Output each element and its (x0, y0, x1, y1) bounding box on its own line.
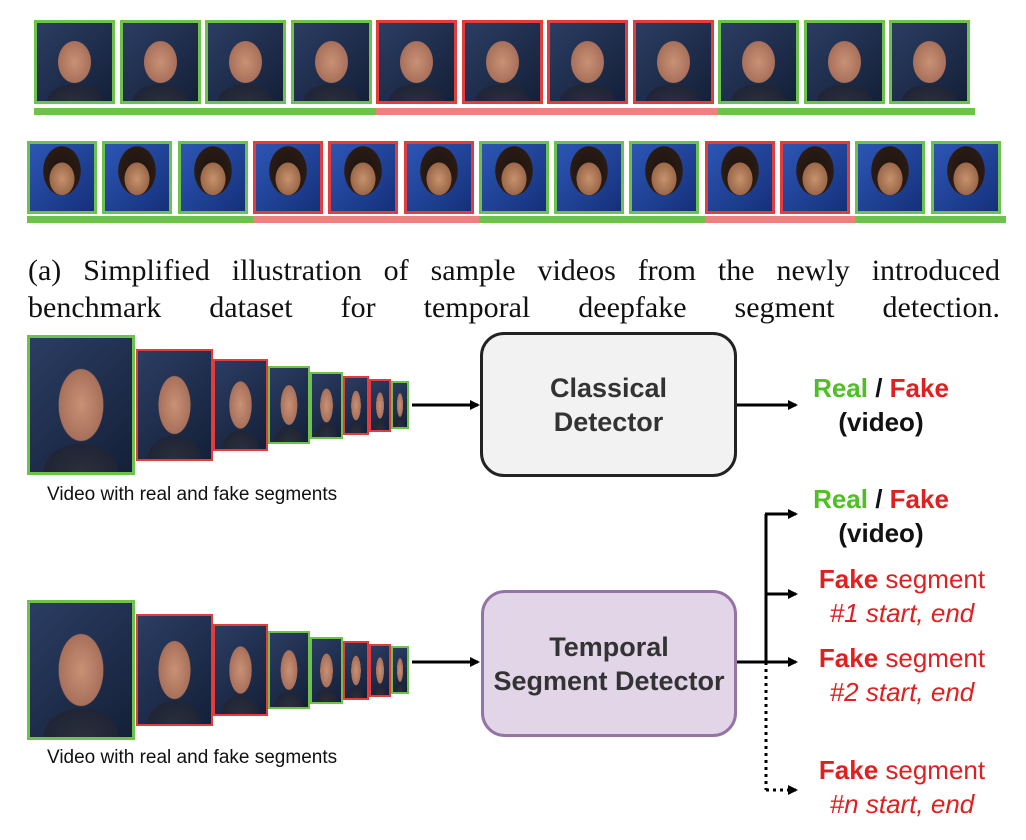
segment-1-fake: Fake (818, 564, 879, 594)
fake-frame (704, 141, 775, 214)
temporal-out-video: (video) (838, 518, 924, 548)
real-frame (205, 20, 286, 104)
figure-caption: (a) Simplified illustration of sample vi… (28, 252, 1000, 326)
fake-frame (780, 141, 850, 214)
temporal-out-sep: / (867, 484, 890, 514)
real-frame (803, 20, 885, 104)
fake-segment-bar (547, 108, 633, 115)
stack-fake-frame (136, 614, 213, 726)
real-segment-bar (27, 216, 103, 223)
segment-1-word: segment (878, 564, 986, 594)
segment-output-n: Fake segment #n start, end (807, 753, 997, 821)
segment-1-range: #1 start, end (829, 598, 975, 628)
real-segment-bar (177, 216, 254, 223)
stack-fake-frame (369, 378, 391, 432)
stack-real-frame (27, 600, 135, 740)
temporal-output-video: Real / Fake (video) (806, 482, 956, 550)
video-label-temporal: Video with real and fake segments (47, 747, 338, 768)
segment-output-2: Fake segment #2 start, end (807, 641, 997, 709)
stack-fake-frame (369, 643, 391, 697)
caption-line-2: benchmark dataset for temporal deepfake … (28, 291, 1000, 324)
segment-2-word: segment (878, 643, 986, 673)
fake-frame (461, 20, 543, 104)
classical-box-line-1: Classical (549, 372, 668, 403)
real-frame (889, 20, 970, 104)
stack-real-frame (268, 366, 310, 444)
fake-segment-bar (704, 216, 781, 223)
real-segment-bar (554, 216, 630, 223)
fake-frame (252, 141, 323, 214)
segment-2-fake: Fake (818, 643, 879, 673)
real-frame (34, 20, 115, 104)
stack-real-frame (27, 335, 135, 475)
classical-box-line-2: Detector (553, 406, 664, 437)
segment-n-range: #n start, end (829, 789, 975, 819)
real-frame (718, 20, 799, 104)
fake-frame (376, 20, 457, 104)
stack-real-frame (391, 381, 409, 429)
real-segment-bar (718, 108, 804, 115)
classical-out-fake: Fake (889, 373, 949, 403)
real-frame (27, 141, 97, 214)
stack-fake-frame (213, 624, 268, 716)
stack-real-frame (310, 636, 343, 704)
real-segment-bar (205, 108, 291, 115)
fake-segment-bar (403, 216, 480, 223)
fake-segment-bar (461, 108, 548, 115)
classical-output: Real / Fake (video) (806, 371, 956, 439)
real-segment-bar (889, 108, 975, 115)
temporal-out-real: Real (813, 484, 868, 514)
caption-line-1: (a) Simplified illustration of sample vi… (28, 254, 1000, 287)
segment-2-range: #2 start, end (829, 677, 975, 707)
stack-real-frame (268, 631, 310, 709)
real-segment-bar (930, 216, 1007, 223)
fake-segment-bar (328, 216, 404, 223)
real-frame (119, 20, 201, 104)
segment-n-fake: Fake (818, 755, 879, 785)
fake-frame (403, 141, 474, 214)
real-frame (177, 141, 248, 214)
fake-segment-bar (376, 108, 462, 115)
classical-out-video: (video) (838, 407, 924, 437)
fake-frame (328, 141, 399, 214)
real-segment-bar (478, 216, 555, 223)
temporal-detector-box: Temporal Segment Detector (481, 590, 737, 737)
stack-fake-frame (343, 375, 369, 435)
real-segment-bar (34, 108, 120, 115)
segment-output-1: Fake segment #1 start, end (807, 562, 997, 630)
fake-frame (632, 20, 714, 104)
fake-segment-bar (252, 216, 329, 223)
real-segment-bar (102, 216, 179, 223)
fake-segment-bar (632, 108, 719, 115)
fake-frame (547, 20, 628, 104)
real-frame (554, 141, 625, 214)
stack-fake-frame (343, 640, 369, 700)
real-segment-bar (629, 216, 706, 223)
video-label-classical: Video with real and fake segments (47, 484, 338, 505)
real-segment-bar (290, 108, 377, 115)
classical-out-sep: / (867, 373, 890, 403)
temporal-box-line-2: Segment Detector (493, 665, 725, 696)
real-frame (855, 141, 926, 214)
stack-fake-frame (136, 349, 213, 461)
classical-detector-box: Classical Detector (480, 332, 737, 477)
real-frame (102, 141, 173, 214)
stack-real-frame (310, 371, 343, 439)
real-frame (930, 141, 1001, 214)
real-frame (478, 141, 549, 214)
stack-real-frame (391, 646, 409, 694)
real-segment-bar (803, 108, 890, 115)
segment-n-word: segment (878, 755, 986, 785)
real-segment-bar (855, 216, 932, 223)
real-frame (629, 141, 700, 214)
real-segment-bar (119, 108, 206, 115)
temporal-out-fake: Fake (889, 484, 949, 514)
real-frame (290, 20, 372, 104)
fake-segment-bar (780, 216, 856, 223)
stack-fake-frame (213, 359, 268, 451)
temporal-box-line-1: Temporal (549, 631, 669, 662)
classical-out-real: Real (813, 373, 868, 403)
